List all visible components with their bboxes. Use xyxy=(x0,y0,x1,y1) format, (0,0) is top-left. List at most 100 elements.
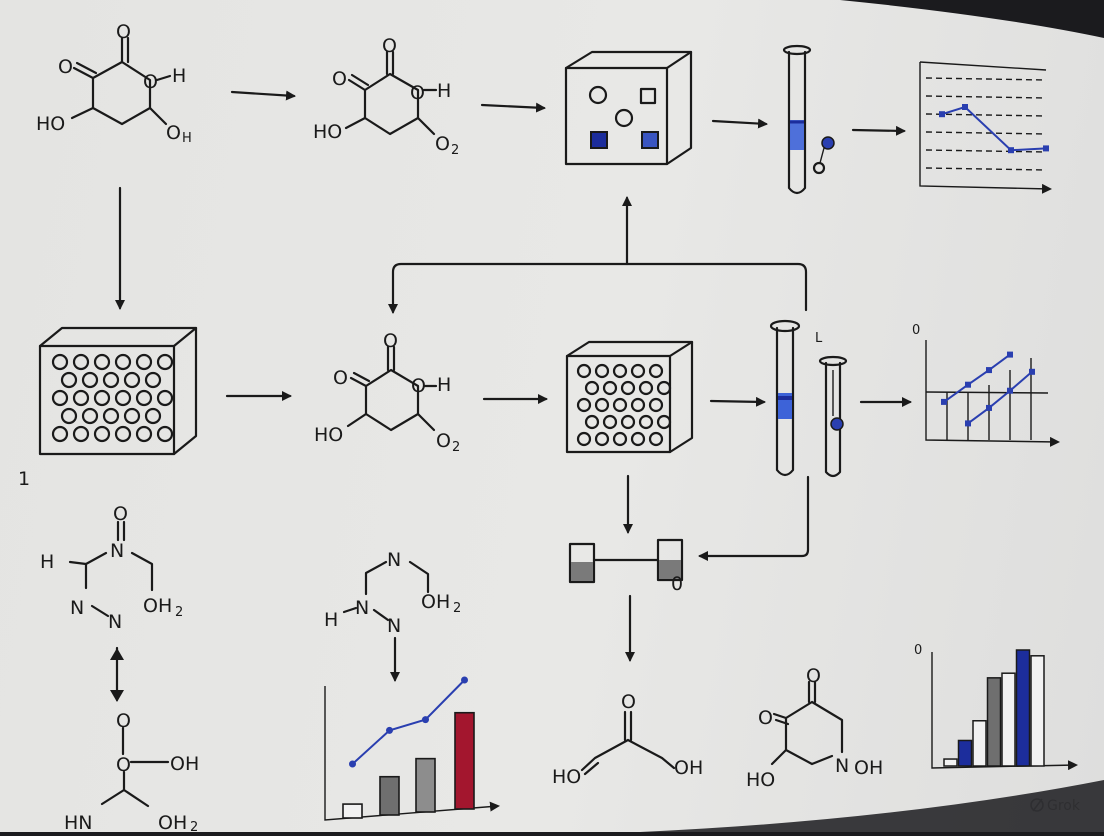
pore-circle xyxy=(584,414,600,430)
pore-circle xyxy=(156,389,174,407)
chart3-bar xyxy=(415,757,436,813)
chart-middle-right: 0 xyxy=(912,323,1060,447)
chart2-point xyxy=(1029,368,1035,375)
m4-n2: N xyxy=(70,597,84,619)
m1-h-sub: H xyxy=(182,131,192,146)
pore-circle xyxy=(612,363,628,379)
pore-circle xyxy=(135,425,153,443)
m2-ho: HO xyxy=(313,121,342,143)
small-l-label: L xyxy=(815,331,823,346)
pore-circle xyxy=(93,389,111,407)
m8-oh: OH xyxy=(854,757,883,779)
grok-watermark: Grok xyxy=(1030,798,1081,814)
feedback-loop xyxy=(388,196,808,314)
pore-circle xyxy=(72,353,90,371)
pore-circle xyxy=(594,363,610,379)
m8-n: N xyxy=(835,755,849,777)
pore-circle xyxy=(648,431,664,447)
m3-o-top: O xyxy=(383,330,398,352)
pore-circle xyxy=(648,397,664,413)
pore-circle xyxy=(51,425,69,443)
pore-circle xyxy=(135,353,153,371)
m2-sub2: 2 xyxy=(451,143,459,158)
m6-o2: O xyxy=(116,754,131,776)
m1-o: O xyxy=(166,122,181,144)
molecule-8: O O HO N OH xyxy=(746,665,883,791)
m7-oh: OH xyxy=(674,757,703,779)
pore-circle xyxy=(144,407,162,425)
m1-o-top: O xyxy=(116,21,131,43)
circle-shape xyxy=(614,108,634,128)
chart2-point xyxy=(965,420,971,427)
m5-n-bottom: N xyxy=(387,615,401,637)
pore-circle xyxy=(584,380,600,396)
m8-o-left: O xyxy=(758,707,773,729)
chart-top-right xyxy=(919,61,1052,194)
chart2-point xyxy=(986,367,992,374)
m4-n3: N xyxy=(108,611,122,633)
m1-h: H xyxy=(172,65,186,87)
m6-o1: O xyxy=(116,710,131,732)
chart4-bar xyxy=(972,720,987,767)
chart2-axis-zero: 0 xyxy=(912,323,920,338)
pore-circle xyxy=(144,371,162,389)
pore-circle xyxy=(102,371,120,389)
pore-circle xyxy=(81,407,99,425)
m2-o-top: O xyxy=(382,35,397,57)
chart-bottom-bars-line xyxy=(324,676,500,821)
chart4-marks xyxy=(943,649,1045,767)
chart3-bar xyxy=(454,711,475,810)
pore-circle xyxy=(638,380,654,396)
top-sample-box xyxy=(564,50,693,166)
pore-circle xyxy=(114,389,132,407)
m4-sub2: 2 xyxy=(175,605,183,620)
m4-o-top: O xyxy=(113,503,128,525)
square-shape xyxy=(639,87,657,105)
pore-circle xyxy=(620,414,636,430)
m3-ho: HO xyxy=(314,424,343,446)
pore-circle xyxy=(612,431,628,447)
molecule-3: O O O H HO O 2 xyxy=(314,330,460,455)
chart2-series-line xyxy=(967,371,1033,425)
pore-circle xyxy=(576,397,592,413)
pore-circle xyxy=(630,431,646,447)
pore-circle xyxy=(114,425,132,443)
m4-h: H xyxy=(40,551,54,573)
m8-ho: HO xyxy=(746,769,775,791)
chart1-point xyxy=(1043,145,1049,152)
molecule-1: O O O H HO O H xyxy=(36,21,192,146)
chart1-point xyxy=(939,111,945,118)
chart3-bar xyxy=(379,775,400,816)
slash-zero-glyph: 0 xyxy=(671,573,683,595)
circle-shape xyxy=(588,85,608,105)
molecule-6: O O OH HN OH 2 xyxy=(64,710,199,835)
m6-oh: OH xyxy=(170,753,199,775)
row-number: 1 xyxy=(18,468,30,490)
porous-box-left xyxy=(38,326,198,456)
m2-h: H xyxy=(437,80,451,102)
m3-o-left: O xyxy=(333,367,348,389)
watermark-text: Grok xyxy=(1047,798,1081,814)
m2-o2: O xyxy=(435,133,450,155)
pore-circle xyxy=(135,389,153,407)
pore-circle xyxy=(620,380,636,396)
chart3-series-line xyxy=(351,679,466,765)
pore-circle xyxy=(638,414,654,430)
m6-oh2: OH xyxy=(158,812,187,832)
m3-o2: O xyxy=(436,430,451,452)
m5-n-top: N xyxy=(387,549,401,571)
chart2-point xyxy=(1007,387,1013,394)
molecule-7: O HO OH xyxy=(552,691,703,788)
pore-circle xyxy=(656,380,672,396)
blue-square xyxy=(590,131,608,149)
pore-circle xyxy=(648,363,664,379)
chart1-point xyxy=(962,104,968,110)
m3-h: H xyxy=(437,374,451,396)
pore-circle xyxy=(576,431,592,447)
chart3-point xyxy=(349,760,356,768)
m5-n-left: N xyxy=(355,597,369,619)
m4-n1: N xyxy=(110,540,124,562)
m6-sub2: 2 xyxy=(190,820,198,832)
chart3-point xyxy=(386,726,393,734)
